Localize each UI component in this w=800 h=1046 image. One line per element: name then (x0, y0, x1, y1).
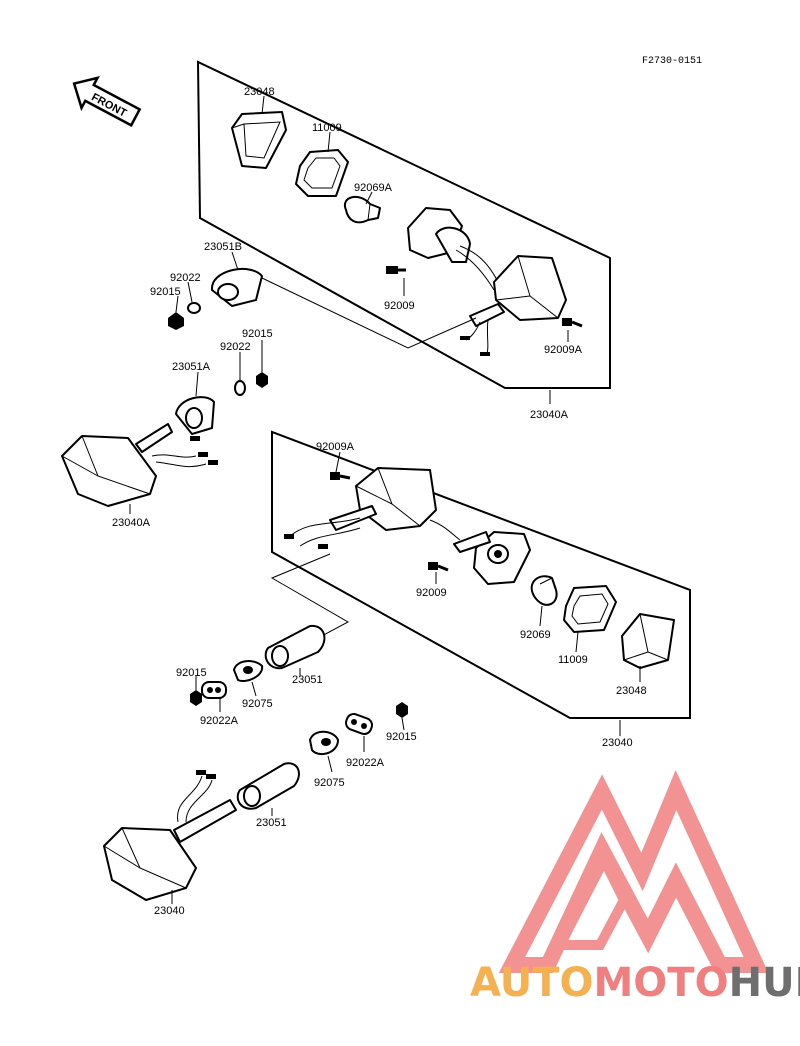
socket-housing-lower (429, 519, 531, 585)
leader-92069A (365, 191, 373, 205)
socket-housing-upper (407, 207, 499, 291)
leader-92009A-mid (335, 451, 341, 473)
leader-92075-right (327, 755, 333, 773)
leader-23051A (195, 371, 199, 397)
label-11009-mid: 11009 (558, 654, 588, 666)
leader-11009-top (327, 131, 331, 153)
nut-92015-right (396, 702, 408, 718)
nut-92015-left (168, 312, 184, 330)
label-92022A-right: 92022A (346, 757, 385, 769)
watermark-moto: MOTO (594, 960, 729, 1006)
front-arrow-icon: FRONT (72, 76, 142, 127)
label-23051A: 23051A (172, 361, 211, 373)
nut-92015-mid (256, 372, 268, 388)
lamp-23040-bottom (103, 770, 237, 901)
bracket-23051-low (236, 762, 300, 810)
label-92069A: 92069A (354, 182, 393, 194)
label-92015-mid: 92015 (242, 328, 273, 340)
watermark-text: AUTOMOTOHUB (470, 960, 800, 1006)
bracket-23051A (175, 396, 215, 435)
label-92022-left: 92022 (170, 272, 201, 284)
label-92009-mid: 92009 (416, 587, 447, 599)
lamp-body-lower (284, 467, 437, 549)
label-23040-box: 23040 (602, 737, 633, 749)
label-92075-low: 92075 (242, 698, 273, 710)
leader-11009-mid (575, 631, 579, 653)
leader-23048-top (261, 95, 265, 115)
figure-code: F2730-0151 (642, 56, 702, 67)
screw-92009A-mid (330, 472, 351, 480)
bracket-23051-mid (264, 624, 326, 670)
label-11009-top: 11009 (312, 122, 342, 134)
label-23040A-box: 23040A (530, 409, 569, 421)
kit-box-23040 (271, 430, 691, 719)
screw-92009-top (386, 266, 406, 274)
bracket-23051B (210, 267, 263, 307)
washer-92022A-low (201, 681, 227, 699)
lens-23048-lower (621, 613, 675, 669)
label-92015-left: 92015 (150, 286, 181, 298)
watermark-auto: AUTO (470, 960, 594, 1006)
label-23040A-left: 23040A (112, 517, 151, 529)
screw-92009A-top (562, 318, 583, 328)
label-92075-right: 92075 (314, 777, 345, 789)
leader-92075-low (251, 681, 257, 697)
leader-92015-left (175, 295, 179, 313)
leader-box-line-upper (261, 277, 477, 349)
label-92015-low: 92015 (176, 667, 207, 679)
label-92009A-mid: 92009A (316, 441, 355, 453)
washer-92022A-right (345, 713, 373, 735)
leader-box-line-lower (270, 553, 350, 639)
bulb-92069A (343, 195, 381, 224)
label-92022A-low: 92022A (200, 715, 239, 727)
nut-92015-low (190, 690, 202, 706)
label-23040-bottom: 23040 (154, 905, 185, 917)
leader-92069 (539, 605, 543, 627)
lamp-23040A-left (61, 423, 218, 507)
watermark-triangle-icon (498, 769, 769, 973)
lamp-body-upper (460, 255, 567, 357)
label-92069: 92069 (520, 629, 551, 641)
label-23048-mid: 23048 (616, 685, 647, 697)
grommet-92075-right (309, 730, 339, 756)
washer-92022-left (187, 302, 201, 314)
washer-92022-mid (234, 380, 246, 396)
gasket-11009-lower (563, 585, 617, 633)
watermark-logo (498, 769, 769, 973)
label-92009A-top: 92009A (544, 344, 583, 356)
grommet-92075-low (233, 660, 264, 682)
screw-92009-mid (428, 562, 449, 572)
bulb-92069 (530, 575, 558, 606)
leader-23051B (231, 251, 239, 271)
leader-92022-left (187, 281, 193, 303)
label-92022-mid: 92022 (220, 341, 251, 353)
label-23051-mid: 23051 (292, 674, 323, 686)
gasket-11009-upper (295, 149, 349, 197)
leader-92015-right (401, 717, 405, 731)
label-23051B: 23051B (204, 241, 242, 253)
label-23048-top: 23048 (244, 86, 275, 98)
lens-23048-upper (231, 111, 287, 169)
watermark-hub: HUB (729, 960, 800, 1006)
kit-box-23040A (196, 60, 611, 389)
label-92015-right: 92015 (386, 731, 417, 743)
label-92009-top: 92009 (384, 300, 415, 312)
label-23051-low: 23051 (256, 817, 287, 829)
